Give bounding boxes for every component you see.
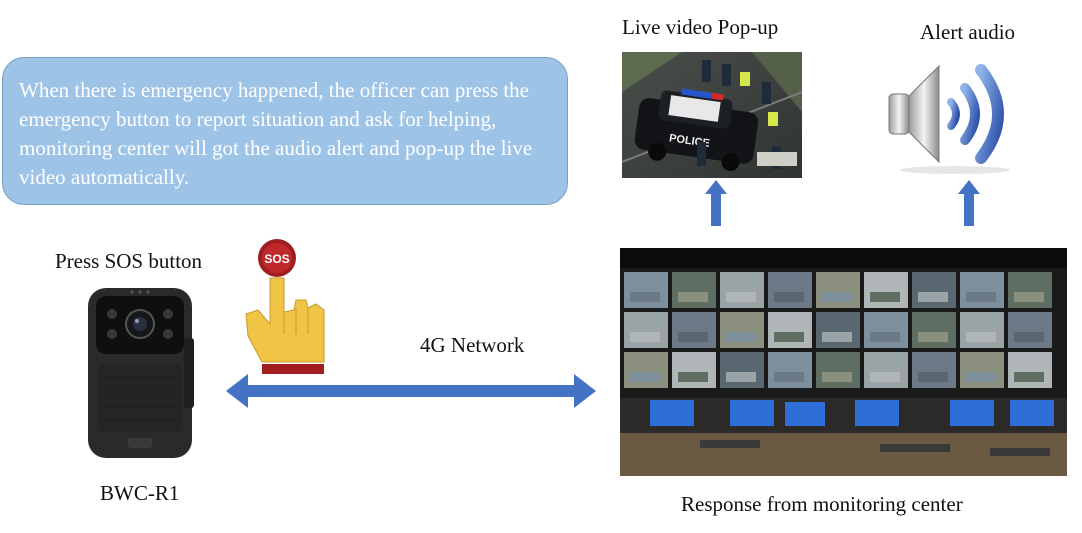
video-wall-screen (720, 272, 764, 308)
video-wall-screen (960, 352, 1004, 388)
video-wall-screen-detail (918, 292, 948, 302)
video-wall-screen-detail (966, 332, 996, 342)
video-wall-screen (768, 312, 812, 348)
video-wall-screen (864, 352, 908, 388)
double-arrow-icon (226, 374, 596, 408)
video-wall-screen (816, 352, 860, 388)
video-wall-screen (672, 312, 716, 348)
video-wall-screen (672, 272, 716, 308)
video-wall-screen (912, 272, 956, 308)
response-label: Response from monitoring center (681, 492, 963, 516)
video-wall-screen-detail (966, 372, 996, 382)
video-wall-screen-detail (678, 372, 708, 382)
video-wall-screen-detail (1014, 372, 1044, 382)
video-wall-screen-detail (870, 332, 900, 342)
description-callout: When there is emergency happened, the of… (2, 57, 568, 205)
video-wall-screen-detail (822, 292, 852, 302)
video-wall-screen (624, 272, 668, 308)
video-wall-screen (912, 352, 956, 388)
video-wall-screen (624, 312, 668, 348)
video-wall-screen (816, 272, 860, 308)
video-wall-screen (768, 272, 812, 308)
video-wall-screen (960, 312, 1004, 348)
video-wall-screen (864, 312, 908, 348)
video-wall-screen (720, 312, 764, 348)
video-wall-screen-detail (774, 372, 804, 382)
video-wall-screen-detail (870, 292, 900, 302)
video-wall-screen-detail (774, 332, 804, 342)
video-wall-screen-detail (1014, 332, 1044, 342)
video-wall-screen (1008, 312, 1052, 348)
video-wall-screen-detail (678, 332, 708, 342)
video-wall-screen-detail (1014, 292, 1044, 302)
up-arrow-icon (705, 180, 727, 226)
video-wall-screen-detail (774, 292, 804, 302)
video-wall-screen (1008, 352, 1052, 388)
video-wall-screen-detail (870, 372, 900, 382)
video-wall-screen (768, 352, 812, 388)
video-wall-screen-detail (726, 292, 756, 302)
video-wall-screen (912, 312, 956, 348)
hand-pointer-icon: SOS (240, 238, 330, 382)
video-wall-screen (672, 352, 716, 388)
video-wall-screen-detail (822, 372, 852, 382)
video-wall-screen-detail (630, 292, 660, 302)
video-wall-screen-detail (630, 372, 660, 382)
sos-button-text: SOS (264, 252, 289, 266)
live-video-image: POLICE (622, 52, 802, 178)
video-wall-screen (960, 272, 1004, 308)
body-camera-icon (88, 288, 198, 461)
network-label: 4G Network (420, 333, 525, 357)
monitoring-center-image (620, 248, 1067, 476)
video-wall-screen-detail (918, 332, 948, 342)
video-wall-screen (624, 352, 668, 388)
up-arrow-icon (958, 180, 980, 226)
video-wall-screen-detail (822, 332, 852, 342)
video-wall-screen-detail (726, 372, 756, 382)
video-wall-screen (864, 272, 908, 308)
live-video-label: Live video Pop-up (622, 15, 779, 39)
video-wall-screen (720, 352, 764, 388)
press-sos-label: Press SOS button (55, 249, 203, 273)
alert-audio-label: Alert audio (920, 20, 1016, 44)
video-wall-screen-detail (630, 332, 660, 342)
video-wall-screen-detail (918, 372, 948, 382)
speaker-icon (885, 58, 1025, 176)
video-wall-screen (816, 312, 860, 348)
video-wall-screen-detail (966, 292, 996, 302)
video-wall-screen-detail (726, 332, 756, 342)
callout-text: When there is emergency happened, the of… (19, 78, 533, 189)
video-wall-screen-detail (678, 292, 708, 302)
device-label: BWC-R1 (100, 481, 180, 505)
video-wall-screen (1008, 272, 1052, 308)
